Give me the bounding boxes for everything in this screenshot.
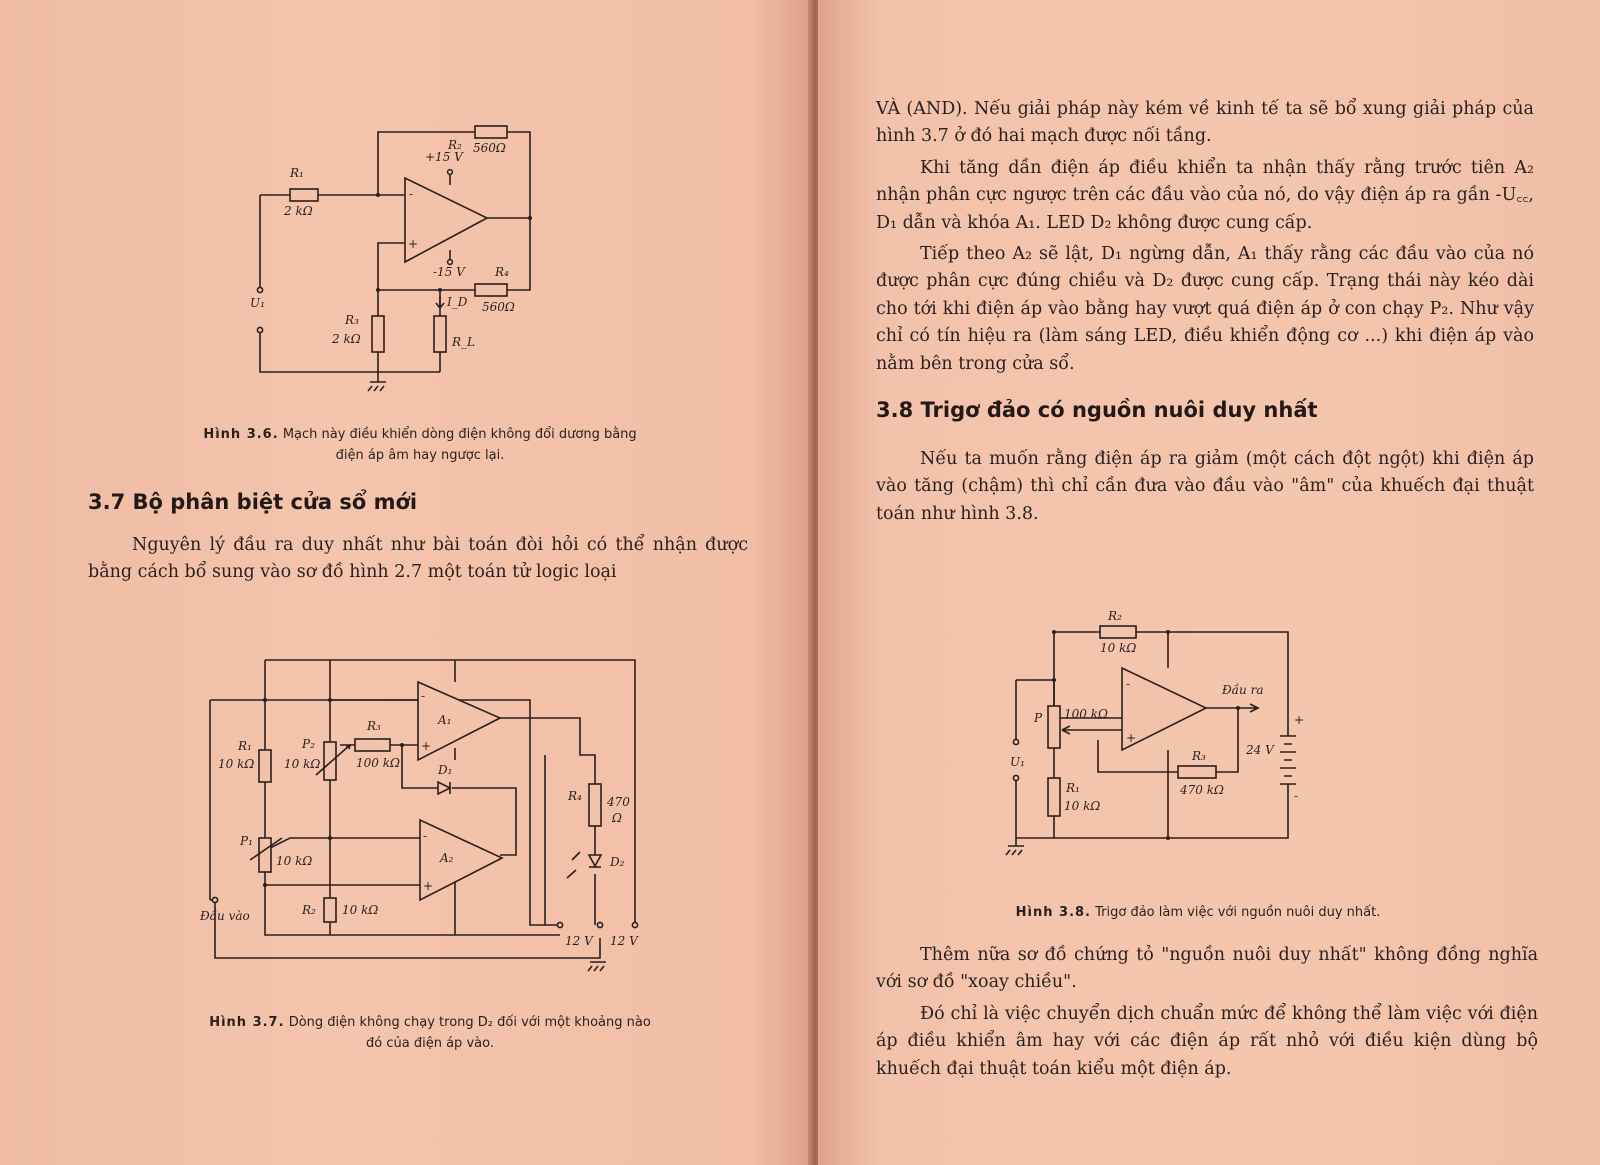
fig37-p1: P₁ (239, 834, 253, 848)
fig38-minus: - (1126, 677, 1130, 691)
fig38-r2: R₂ (1107, 609, 1122, 623)
figure-3-8-circuit: - + + - R₂ 10 kΩ P 100 kΩ Đầu ra U₁ R₁ 1… (1005, 609, 1304, 856)
right-paragraph-1: VÀ (AND). Nếu giải pháp này kém về kinh … (876, 99, 1534, 147)
section-3-8-heading: 3.8 Trigơ đảo có nguồn nuôi duy nhất (876, 398, 1318, 422)
right-page: VÀ (AND). Nếu giải pháp này kém về kinh … (818, 0, 1600, 1165)
fig38-24v: 24 V (1245, 743, 1275, 757)
figure-3-7-circuit: - + - + A₁ A₂ R₁ 10 kΩ P₂ 10 kΩ R₃ 100 k… (199, 659, 639, 972)
fig36-r1-value: 2 kΩ (283, 204, 313, 218)
fig36-r3: R₃ (344, 313, 359, 327)
fig38-r3: R₃ (1191, 749, 1206, 763)
fig38-r1: R₁ (1065, 781, 1080, 795)
fig36-r2: R₂ (447, 138, 462, 152)
fig37-12v-a: 12 V (565, 934, 594, 948)
fig37-r2: R₂ (301, 903, 316, 917)
figure-3-7-caption-prefix: Hình 3.7. (209, 1015, 285, 1030)
fig36-plus: + (408, 237, 418, 251)
fig36-r2-value: 560Ω (473, 141, 506, 155)
fig36-r4: R₄ (494, 265, 509, 279)
fig37-a2-minus: - (423, 829, 427, 843)
fig37-12v-b: 12 V (610, 934, 639, 948)
figure-3-8-caption-prefix: Hình 3.8. (1015, 905, 1091, 920)
fig38-p-value: 100 kΩ (1064, 707, 1108, 721)
right-page-text: VÀ (AND). Nếu giải pháp này kém về kinh … (876, 96, 1534, 378)
fig36-rl: R_L (451, 335, 475, 349)
figure-3-6-caption-line2: điện áp âm hay ngược lại. (335, 448, 505, 463)
right-paragraph-2: Khi tăng dần điện áp điều khiển ta nhận … (876, 157, 1534, 233)
figure-3-6-caption: Hình 3.6. Mạch này điều khiển dòng điện … (160, 424, 680, 466)
fig38-dau-ra: Đầu ra (1221, 682, 1263, 697)
fig36-minus15v: -15 V (433, 265, 466, 279)
fig38-u1: U₁ (1010, 755, 1025, 769)
fig37-a1: A₁ (437, 713, 451, 727)
figure-3-6-caption-prefix: Hình 3.6. (203, 427, 279, 442)
fig36-minus: - (409, 187, 413, 201)
closing-paragraph-1: Thêm nữa sơ đồ chứng tỏ "nguồn nuôi duy … (876, 945, 1538, 993)
fig38-r3-value: 470 kΩ (1179, 783, 1224, 797)
fig37-r4: R₄ (567, 789, 582, 803)
fig38-battery-minus: - (1294, 789, 1298, 803)
fig38-p: P (1033, 711, 1043, 725)
fig37-a1-plus: + (421, 739, 431, 753)
fig38-r2-value: 10 kΩ (1100, 641, 1136, 655)
fig38-battery-plus: + (1294, 713, 1304, 727)
fig37-p2-value: 10 kΩ (284, 757, 320, 771)
fig36-u1: U₁ (250, 296, 265, 310)
fig37-a2: A₂ (439, 851, 454, 865)
fig37-d2: D₂ (609, 855, 625, 869)
fig38-plus: + (1126, 731, 1136, 745)
fig36-id: I_D (446, 295, 468, 309)
fig38-r1-value: 10 kΩ (1064, 799, 1100, 813)
fig37-r3: R₃ (366, 719, 381, 733)
section-3-7-text: Nguyên lý đầu ra duy nhất như bài toán đ… (88, 532, 748, 587)
fig37-d1: D₁ (437, 763, 452, 777)
figure-3-6-caption-line1: Mạch này điều khiển dòng điện không đổi … (282, 427, 637, 442)
fig37-a1-minus: - (421, 689, 425, 703)
fig37-r2-value: 10 kΩ (342, 903, 378, 917)
figure-3-7-caption-line2: đó của điện áp vào. (366, 1036, 494, 1051)
figure-3-7-caption-line1: Dòng điện không chạy trong D₂ đối với mộ… (288, 1015, 651, 1030)
fig37-a2-plus: + (423, 879, 433, 893)
section-3-8-paragraph: Nếu ta muốn rằng điện áp ra giảm (một cá… (876, 449, 1534, 524)
section-3-7-paragraph: Nguyên lý đầu ra duy nhất như bài toán đ… (88, 535, 748, 583)
right-paragraph-3: Tiếp theo A₂ sẽ lật, D₁ ngừng dẫn, A₁ th… (876, 244, 1534, 374)
fig37-p2: P₂ (301, 737, 315, 751)
fig36-r1: R₁ (289, 166, 304, 180)
closing-text: Thêm nữa sơ đồ chứng tỏ "nguồn nuôi duy … (876, 942, 1538, 1083)
fig37-r4-value1: 470 (606, 795, 630, 809)
fig36-r4-value: 560Ω (482, 300, 515, 314)
fig37-r1: R₁ (237, 739, 252, 753)
closing-paragraph-2: Đó chỉ là việc chuyển dịch chuẩn mức để … (876, 1003, 1538, 1079)
section-3-7-heading: 3.7 Bộ phân biệt cửa sổ mới (88, 490, 418, 514)
figure-3-8-caption: Hình 3.8. Trigơ đảo làm việc với nguồn n… (938, 902, 1458, 923)
figure-3-7-caption: Hình 3.7. Dòng điện không chạy trong D₂ … (160, 1012, 700, 1054)
fig37-p1-value: 10 kΩ (276, 854, 312, 868)
section-3-8-text: Nếu ta muốn rằng điện áp ra giảm (một cá… (876, 446, 1534, 528)
fig37-r3-value: 100 kΩ (356, 756, 400, 770)
fig36-r3-value: 2 kΩ (331, 332, 361, 346)
fig37-dau-vao: Đầu vào (199, 908, 250, 923)
fig36-plus15v: +15 V (425, 150, 464, 164)
fig37-r4-value2: Ω (611, 811, 622, 825)
left-page: - + R₂ 560Ω +15 V R₁ 2 kΩ -15 V R₄ 560Ω … (0, 0, 812, 1165)
figure-3-8-caption-text: Trigơ đảo làm việc với nguồn nuôi duy nh… (1095, 905, 1381, 920)
figure-3-6-circuit: - + R₂ 560Ω +15 V R₁ 2 kΩ -15 V R₄ 560Ω … (250, 125, 532, 392)
fig37-r1-value: 10 kΩ (218, 757, 254, 771)
